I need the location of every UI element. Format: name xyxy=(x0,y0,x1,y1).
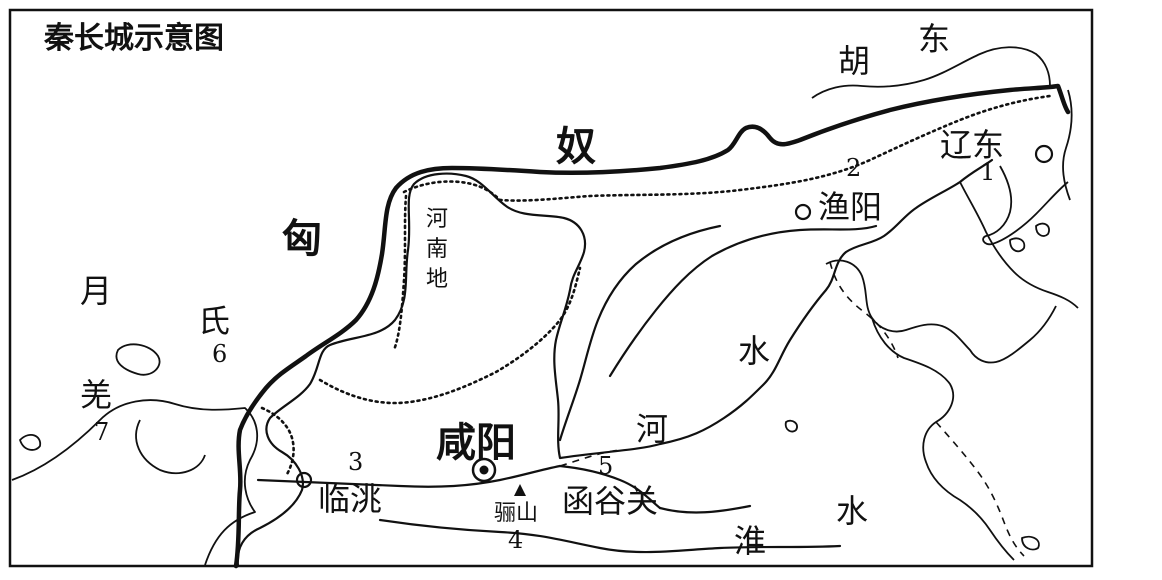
donghu-border xyxy=(811,46,1051,99)
yellow-river-label-2: 水 xyxy=(738,332,770,370)
xiongnu-label-2: 匈 xyxy=(282,216,322,262)
huai-river-label-2: 水 xyxy=(836,492,868,530)
north-tributary xyxy=(608,224,878,378)
dashed-line-southeast xyxy=(935,421,1025,557)
marker-6: 6 xyxy=(212,340,227,368)
xiongnu-label-1: 奴 xyxy=(556,124,596,170)
liaodong-city-icon xyxy=(1034,144,1054,164)
liaodong-label: 辽东 xyxy=(940,126,1004,164)
fen-river xyxy=(558,224,722,442)
yuyang-city-icon xyxy=(794,203,812,221)
old-wall-north xyxy=(402,94,1052,202)
old-wall-ordos xyxy=(318,266,582,405)
henan-label-3: 地 xyxy=(426,267,448,292)
han-river xyxy=(558,464,662,510)
dashed-line-east xyxy=(829,261,899,359)
donghu-label-2: 东 xyxy=(918,20,950,58)
west-contour-2 xyxy=(135,419,206,475)
marker-1: 1 xyxy=(980,158,995,186)
huai-tributary xyxy=(658,504,752,514)
huai-river-label-1: 淮 xyxy=(734,522,766,560)
huai-river xyxy=(378,518,842,554)
yuezhi-label-1: 月 xyxy=(80,272,112,310)
marker-7: 7 xyxy=(94,418,109,446)
lake-northwest xyxy=(115,343,161,376)
old-wall-lintao xyxy=(260,406,295,478)
yuezhi-label-2: 氏 xyxy=(198,302,230,340)
hanguguan-label: 函谷关 xyxy=(562,482,658,520)
lintao-city-icon xyxy=(295,471,313,489)
yellow-river-label-1: 河 xyxy=(636,410,668,448)
henan-label-2: 南 xyxy=(426,237,448,262)
west-contour xyxy=(11,399,259,566)
wei-river xyxy=(256,464,562,488)
dashed-line-center xyxy=(559,449,621,467)
lishan-label: 骊山 xyxy=(494,501,538,526)
marker-5: 5 xyxy=(598,452,613,480)
lishan-mountain-icon xyxy=(514,484,526,496)
island-3 xyxy=(1021,535,1040,551)
island-4 xyxy=(784,419,798,433)
xianyang-capital-icon xyxy=(471,457,497,483)
shandong-coast xyxy=(871,317,1015,561)
yuyang-label: 渔阳 xyxy=(818,188,882,226)
marker-2: 2 xyxy=(846,154,861,182)
map-frame xyxy=(8,8,1094,568)
korea-coast xyxy=(1062,89,1073,201)
yellow-river xyxy=(236,158,994,568)
donghu-label-1: 胡 xyxy=(838,42,870,80)
island-2 xyxy=(1035,222,1050,237)
island-1 xyxy=(1009,237,1026,253)
qin-great-wall xyxy=(233,83,1071,569)
east-coastline xyxy=(825,259,1057,364)
liaodong-coast xyxy=(959,181,1079,309)
qiang-label: 羌 xyxy=(80,376,112,414)
henan-label-1: 河 xyxy=(426,207,448,232)
xianyang-label: 咸阳 xyxy=(436,420,516,466)
old-wall-west xyxy=(392,194,408,352)
liaodong-peninsula xyxy=(982,165,1069,246)
marker-4: 4 xyxy=(508,526,523,554)
marker-3: 3 xyxy=(348,448,363,476)
lake-west xyxy=(19,433,42,451)
map-title: 秦长城示意图 xyxy=(43,21,224,56)
lintao-label: 临洮 xyxy=(318,480,382,518)
